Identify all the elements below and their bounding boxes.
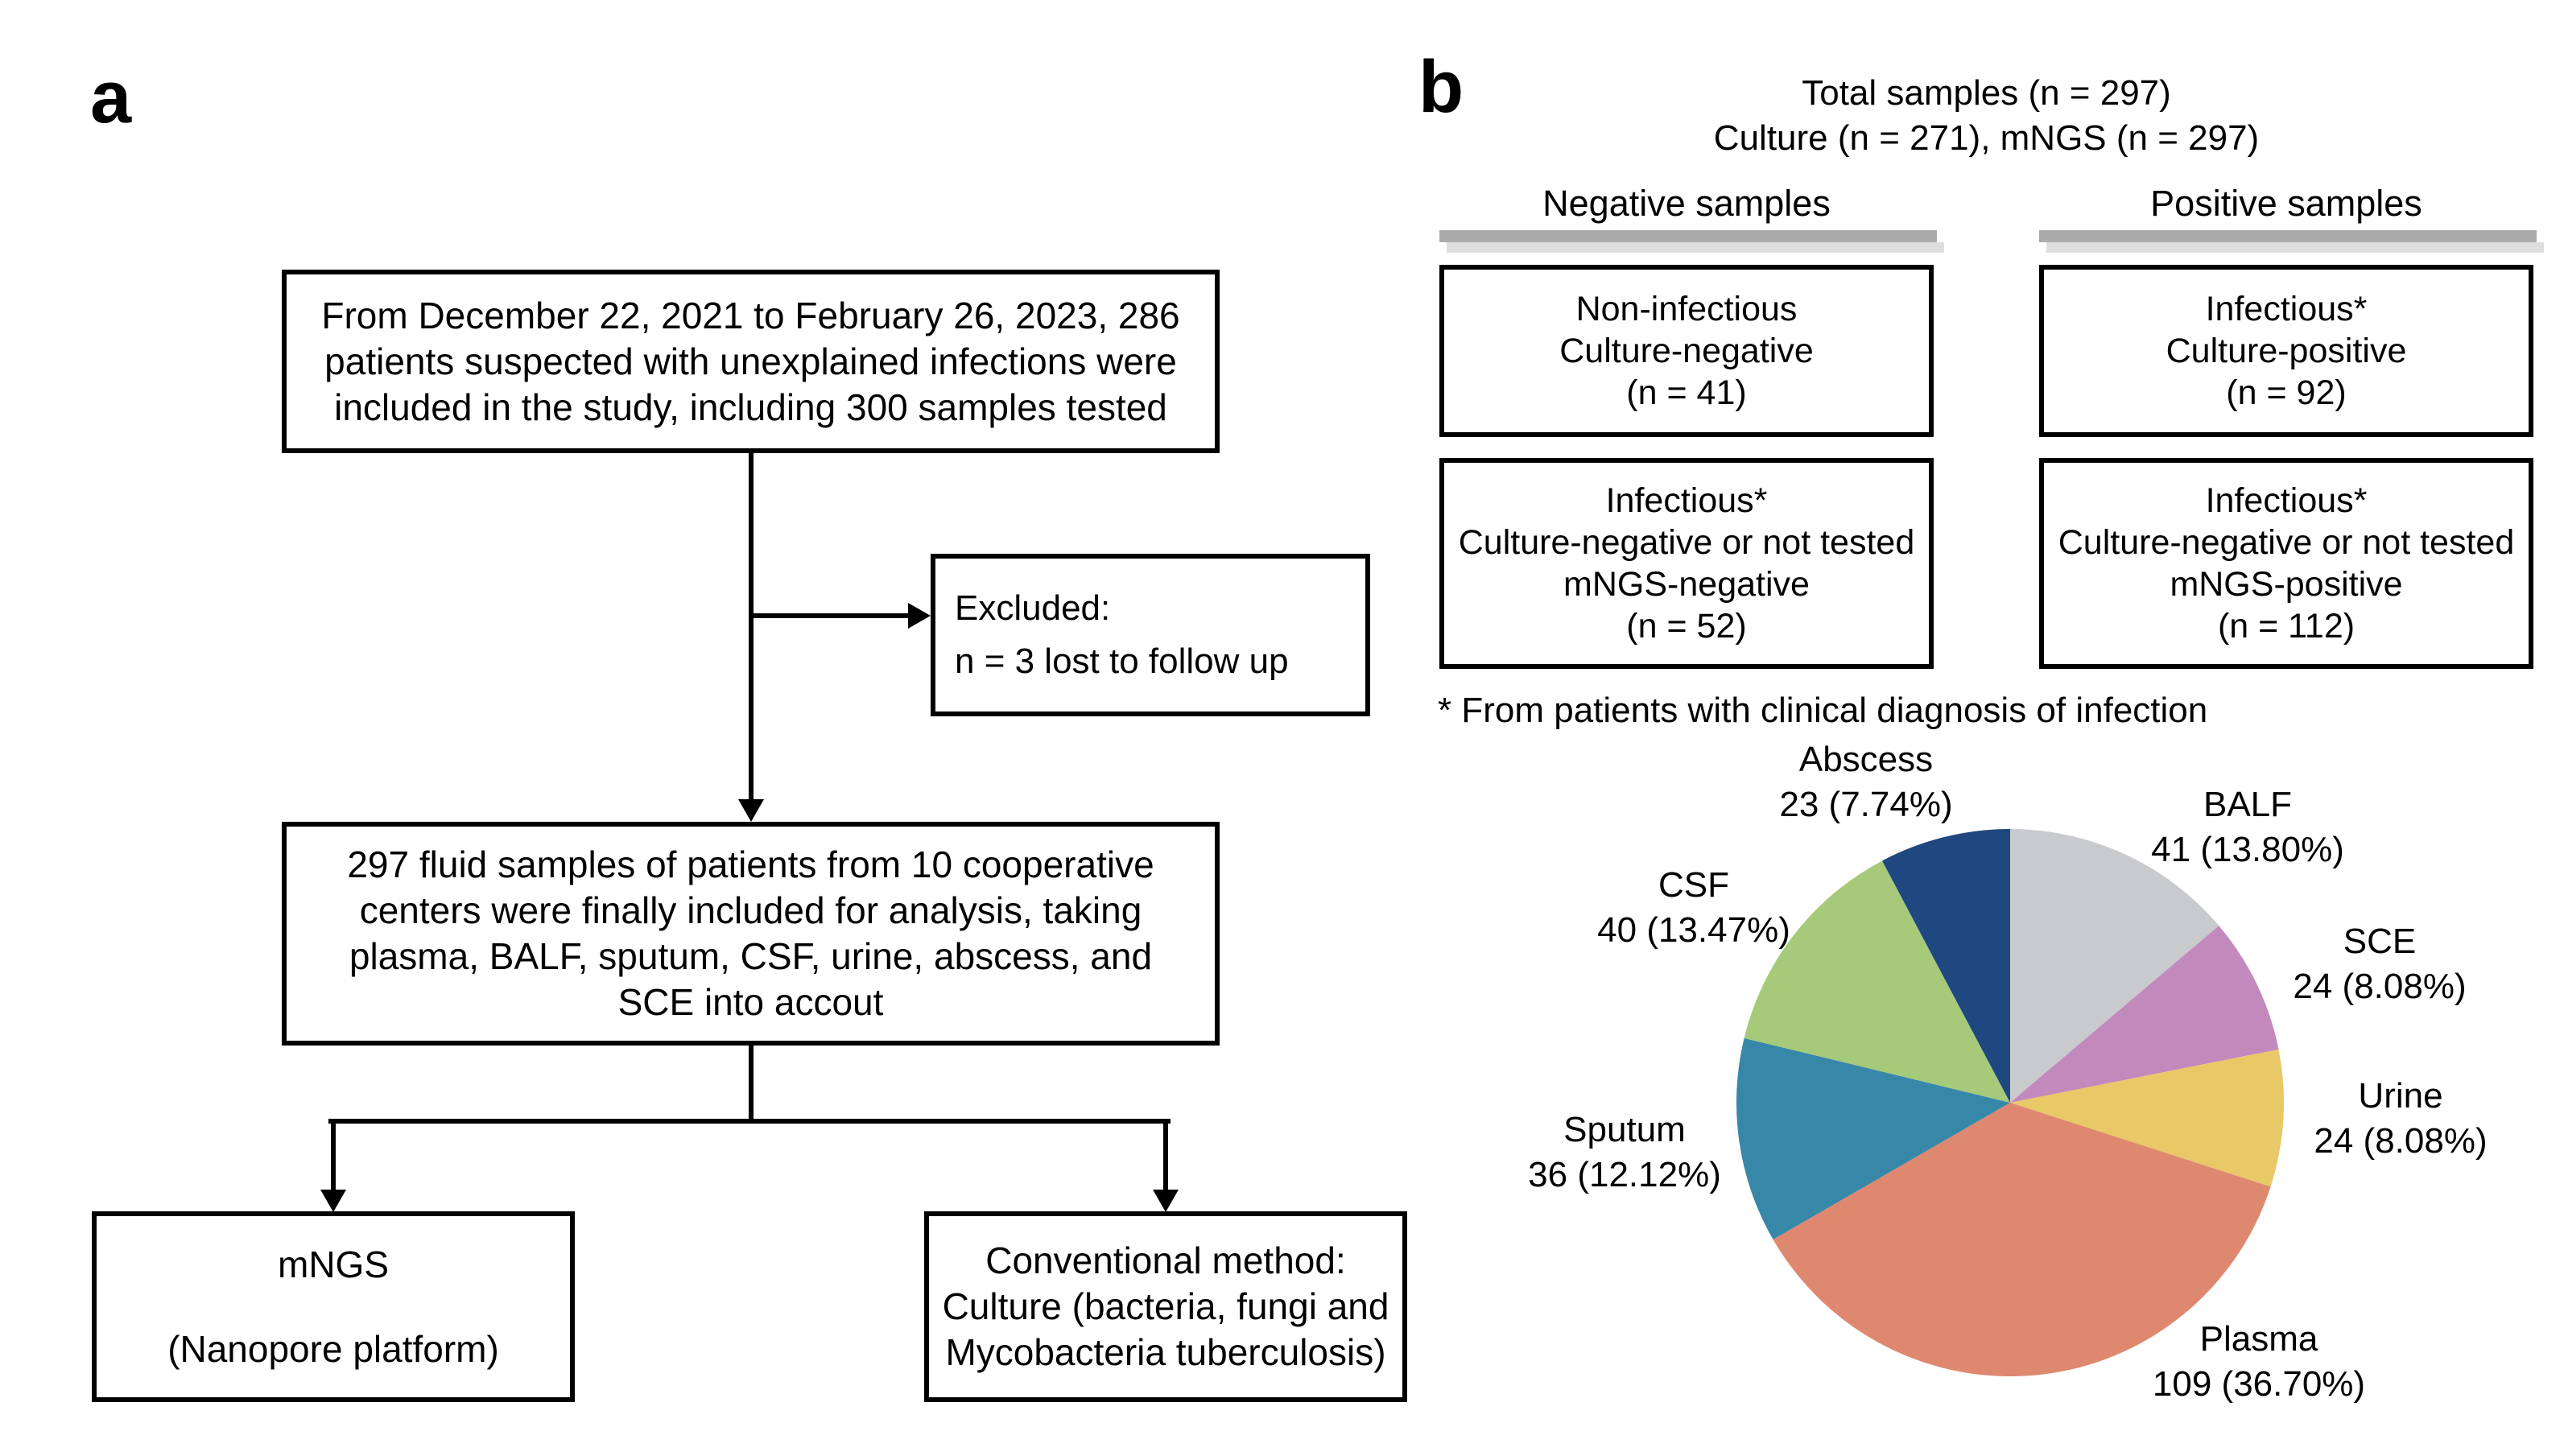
flow-box-conventional: Conventional method: Culture (bacteria, … [924,1211,1407,1402]
pie-label-value: 40 (13.47%) [1597,910,1790,950]
connector-line-horizontal-excluded [751,613,910,618]
negative-header-bar [1439,230,1937,242]
pie-label-category: BALF [2203,785,2293,824]
flow-box-conventional-line: Mycobacteria tuberculosis) [945,1331,1386,1373]
arrowhead-down-icon [320,1190,346,1212]
flow-box-mngs-line: mNGS [278,1243,389,1285]
flow-box-enrollment-line: included in the study, including 300 sam… [334,386,1167,428]
pie-label-category: SCE [2343,922,2417,961]
pie-label-category: Sputum [1563,1110,1686,1149]
panel-b-title-line2: Culture (n = 271), mNGS (n = 297) [1713,118,2260,158]
box-line: Culture-negative or not tested [1458,523,1915,562]
box-line: Infectious* [2205,290,2368,328]
box-line: Infectious* [2205,481,2368,520]
box-infectious-culture-positive: Infectious* Culture-positive (n = 92) [2039,265,2533,437]
pie-label-abscess: Abscess 23 (7.74%) [1779,737,1952,827]
box-infectious-mngs-positive: Infectious* Culture-negative or not test… [2039,458,2533,669]
box-line: Culture-negative or not tested [2058,523,2515,562]
flow-box-excluded-line: n = 3 lost to follow up [955,641,1289,681]
pie-label-urine: Urine 24 (8.08%) [2314,1074,2487,1164]
pie-label-category: CSF [1658,865,1729,905]
flow-box-enrollment-line: From December 22, 2021 to February 26, 2… [321,294,1180,336]
box-line: mNGS-negative [1563,565,1810,604]
pie-label-value: 109 (36.70%) [2152,1364,2366,1404]
pie-slice-urine [2010,1049,2284,1187]
pie-slice-balf [2010,829,2219,1103]
box-line: Culture-negative [1559,332,1814,370]
flow-box-included: 297 fluid samples of patients from 10 co… [282,822,1220,1046]
negative-header-bar-shadow [1447,242,1944,253]
pie-label-csf: CSF 40 (13.47%) [1597,863,1790,953]
panel-b-title: Total samples (n = 297) Culture (n = 271… [1409,71,2564,161]
connector-line-vertical-2 [749,1044,754,1124]
flow-box-mngs-line: (Nanopore platform) [167,1327,499,1370]
pie-label-value: 41 (13.80%) [2151,830,2344,869]
pie-label-value: 24 (8.08%) [2314,1121,2488,1161]
negative-samples-header: Negative samples [1542,183,1831,224]
pie-label-value: 36 (12.12%) [1528,1155,1721,1194]
pie-label-value: 23 (7.74%) [1779,785,1953,824]
flow-box-included-line: plasma, BALF, sputum, CSF, urine, absces… [349,935,1153,977]
box-line: Non-infectious [1575,290,1798,328]
box-infectious-mngs-negative: Infectious* Culture-negative or not test… [1439,458,1934,669]
box-line: (n = 92) [2226,373,2347,412]
panel-b-title-line1: Total samples (n = 297) [1802,73,2171,113]
asterisk-footnote: * From patients with clinical diagnosis … [1438,691,2208,730]
pie-slice-plasma [1773,1103,2271,1376]
box-noninfectious-culture-negative: Non-infectious Culture-negative (n = 41) [1439,265,1934,437]
flow-box-included-line: centers were finally included for analys… [359,889,1142,931]
pie-label-value: 24 (8.08%) [2293,967,2467,1006]
flow-box-conventional-line: Culture (bacteria, fungi and [942,1285,1389,1327]
box-line: Culture-positive [2166,332,2407,370]
flow-box-excluded-line: Excluded: [955,588,1111,628]
flow-box-conventional-line: Conventional method: [985,1239,1346,1281]
arrowhead-down-icon [738,799,764,822]
box-line: (n = 41) [1626,373,1747,412]
arrowhead-down-icon [1153,1190,1179,1212]
flow-box-excluded: Excluded: n = 3 lost to follow up [931,554,1370,716]
connector-line-branch-left [331,1119,336,1193]
box-line: mNGS-positive [2170,565,2403,604]
pie-label-category: Plasma [2199,1319,2318,1359]
pie-slice-sce [2010,926,2279,1103]
box-line: (n = 52) [1626,607,1747,646]
connector-line-branch-horizontal [328,1119,1171,1124]
sample-type-pie-chart [1736,829,2284,1376]
flow-box-included-line: 297 fluid samples of patients from 10 co… [347,843,1154,885]
pie-label-sputum: Sputum 36 (12.12%) [1528,1107,1721,1198]
pie-slice-abscess [1882,829,2010,1103]
panel-a-label: a [90,56,132,138]
pie-label-balf: BALF 41 (13.80%) [2151,782,2344,872]
box-line: Infectious* [1605,481,1768,520]
pie-label-category: Abscess [1798,740,1934,779]
positive-header-bar [2039,230,2537,242]
pie-label-sce: SCE 24 (8.08%) [2293,919,2466,1009]
pie-label-category: Urine [2358,1076,2443,1116]
pie-slice-csf [1744,860,2010,1103]
flow-box-enrollment: From December 22, 2021 to February 26, 2… [282,270,1220,453]
arrowhead-right-icon [908,603,931,629]
pie-label-plasma: Plasma 109 (36.70%) [2153,1317,2365,1407]
positive-samples-header: Positive samples [2150,183,2422,224]
positive-header-bar-shadow [2046,242,2544,253]
flow-box-enrollment-line: patients suspected with unexplained infe… [324,340,1177,382]
flow-box-included-line: SCE into accout [617,981,884,1023]
pie-slice-sputum [1736,1037,2010,1239]
connector-line-vertical-1 [749,452,754,803]
connector-line-branch-right [1163,1119,1168,1193]
panel-b-label: b [1418,46,1464,128]
box-line: (n = 112) [2217,607,2355,646]
flow-box-mngs: mNGS (Nanopore platform) [92,1211,575,1402]
